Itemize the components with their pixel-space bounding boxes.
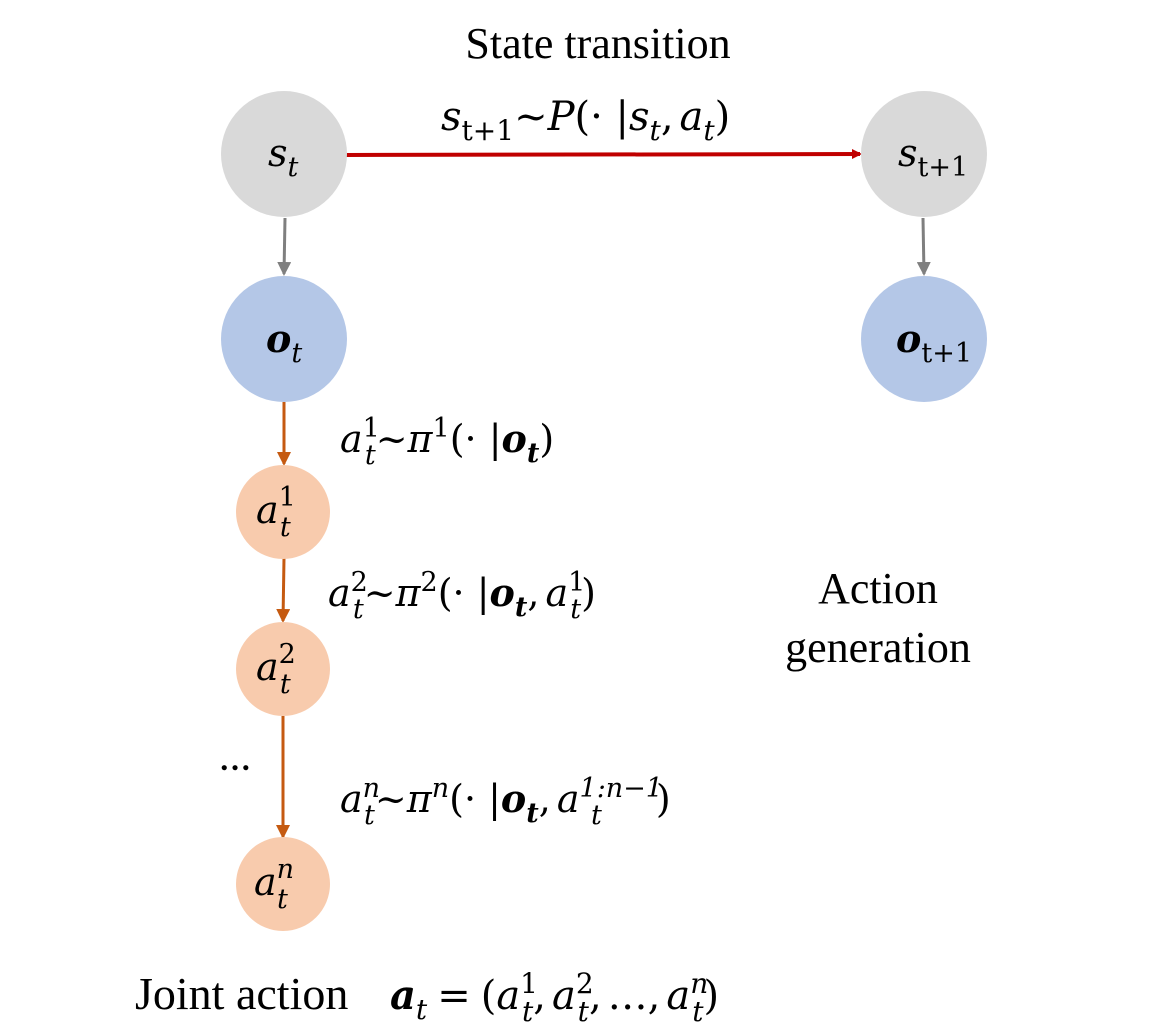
- transition-equation: st+1~P(· |st,at): [441, 94, 730, 147]
- action-arrow-2: [276, 557, 291, 623]
- state-node-st-label: st: [268, 131, 299, 183]
- state-node-st1-label: st+1: [898, 131, 968, 183]
- action-node-1: [236, 465, 330, 559]
- action-generation-title-2: generation: [785, 623, 971, 672]
- obs-node-ot-label: ot: [266, 316, 302, 369]
- action-node-2: [236, 622, 330, 716]
- state-node-st: [221, 91, 347, 217]
- obs-node-ot1-label: ot+1: [896, 316, 972, 369]
- transition-arrow: [345, 149, 862, 160]
- ellipsis: …: [219, 741, 251, 777]
- state-node-st1: [861, 91, 987, 217]
- action-generation-title: Action: [818, 564, 938, 613]
- action-node-n: [236, 837, 330, 931]
- obs-arrow-right: [916, 217, 931, 276]
- obs-node-ot1: [861, 276, 987, 402]
- state-transition-title: State transition: [465, 19, 730, 68]
- obs-node-ot: [221, 276, 347, 402]
- joint-action-label: Joint action: [135, 968, 348, 1019]
- obs-arrow-left: [277, 217, 292, 276]
